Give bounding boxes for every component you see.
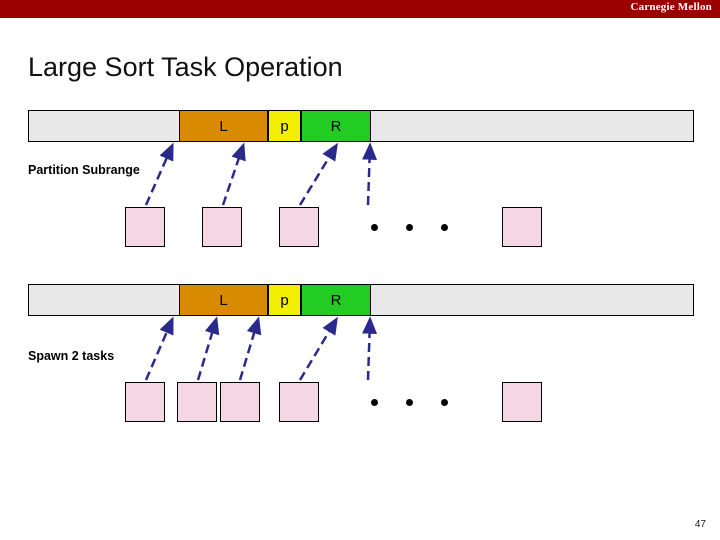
row1-box-1 bbox=[125, 207, 165, 247]
row2-ellipsis-dot-2 bbox=[406, 399, 413, 406]
row2-segment-R: R bbox=[301, 284, 371, 316]
page-title: Large Sort Task Operation bbox=[28, 52, 343, 82]
row2-box-4 bbox=[279, 382, 319, 422]
brand-bar bbox=[0, 0, 720, 18]
arrow-r2-c bbox=[238, 316, 262, 381]
row1-ellipsis-dot-2 bbox=[406, 224, 413, 231]
row2-ellipsis-dot-3 bbox=[441, 399, 448, 406]
arrow-r1-b bbox=[221, 142, 246, 206]
caption-partition-subrange: Partition Subrange bbox=[28, 163, 140, 177]
row2-segment-L: L bbox=[179, 284, 268, 316]
row2-box-3 bbox=[220, 382, 260, 422]
caption-spawn-2-tasks: Spawn 2 tasks bbox=[28, 349, 115, 363]
row2-box-1 bbox=[125, 382, 165, 422]
row1-segment-L: L bbox=[179, 110, 268, 142]
row2-box-5 bbox=[502, 382, 542, 422]
row1-box-3 bbox=[279, 207, 319, 247]
arrow-r2-e bbox=[362, 316, 378, 381]
row2-box-2 bbox=[177, 382, 217, 422]
row1-segment-p: p bbox=[268, 110, 301, 142]
row2-ellipsis-dot-1 bbox=[371, 399, 378, 406]
row2-segment-p: p bbox=[268, 284, 301, 316]
brand-name: Carnegie Mellon bbox=[630, 1, 712, 13]
arrow-r1-d bbox=[362, 142, 378, 206]
row1-box-4 bbox=[502, 207, 542, 247]
row1-box-2 bbox=[202, 207, 242, 247]
row1-ellipsis-dot-1 bbox=[371, 224, 378, 231]
arrow-r2-a bbox=[144, 316, 174, 381]
arrow-r1-a bbox=[144, 142, 174, 206]
page-number: 47 bbox=[694, 519, 706, 530]
row1-segment-R: R bbox=[301, 110, 371, 142]
arrow-r2-d bbox=[298, 316, 338, 381]
arrow-r2-b bbox=[196, 316, 220, 381]
arrow-r1-c bbox=[298, 142, 338, 206]
row1-ellipsis-dot-3 bbox=[441, 224, 448, 231]
